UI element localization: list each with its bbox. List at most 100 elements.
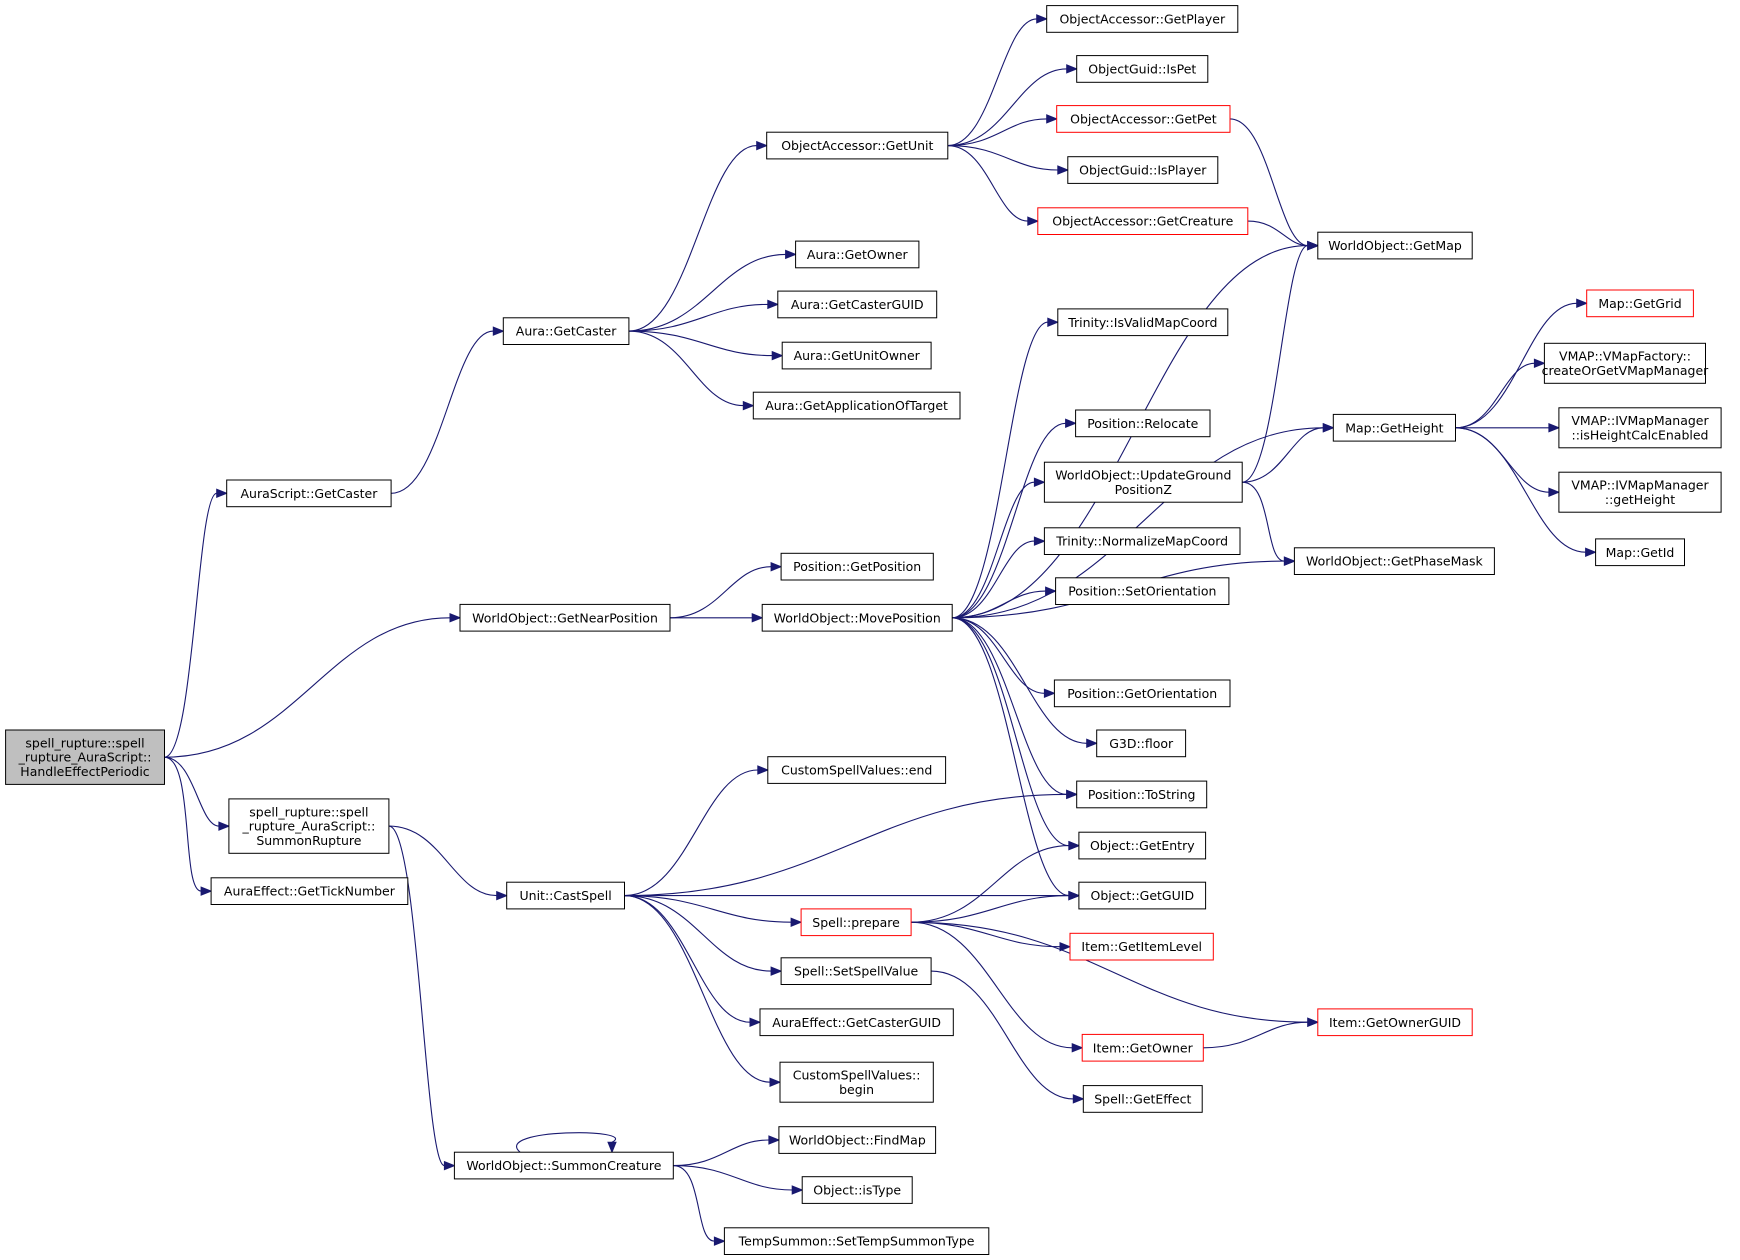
- node-item-getownerguid[interactable]: Item::GetOwnerGUID: [1317, 1008, 1473, 1037]
- node-label: ::isHeightCalcEnabled: [1572, 427, 1709, 442]
- edge-aura-getcaster-to-aura-getcasterguid: [628, 299, 780, 332]
- edge-map-getheight-to-vmap-isheightcalc: [1455, 423, 1561, 433]
- edge-line: [164, 756, 220, 827]
- node-box: [723, 1227, 990, 1256]
- edge-line: [947, 145, 1058, 171]
- node-spell-setspellvalue[interactable]: Spell::SetSpellValue: [780, 957, 932, 985]
- edge-aura-getcaster-to-aura-getowner: [628, 249, 797, 332]
- node-label: ObjectAccessor::GetCreature: [1052, 214, 1233, 229]
- node-spell-prepare[interactable]: Spell::prepare: [800, 908, 912, 937]
- node-pos-setorientation[interactable]: Position::SetOrientation: [1055, 577, 1230, 605]
- edge-line: [388, 825, 497, 897]
- node-wo-getnearpos[interactable]: WorldObject::GetNearPosition: [459, 603, 671, 632]
- node-spell-geteffect[interactable]: Spell::GetEffect: [1082, 1085, 1203, 1113]
- node-csv-end[interactable]: CustomSpellValues::end: [767, 756, 947, 784]
- edge-root-to-wo-getnearpos: [164, 613, 462, 758]
- node-label: spell_rupture::spell: [249, 804, 368, 819]
- node-label: Position::ToString: [1088, 787, 1196, 802]
- node-box: [1043, 461, 1243, 503]
- edge-line: [952, 617, 1069, 847]
- edge-arrowhead: [449, 613, 462, 623]
- node-root[interactable]: spell_rupture::spell_rupture_AuraScript:…: [5, 729, 165, 785]
- edge-arrowhead: [443, 1160, 456, 1171]
- node-label: CustomSpellValues::: [793, 1068, 921, 1083]
- node-box: [780, 957, 932, 985]
- edge-wo-moveposition-to-pos-setorientation: [952, 586, 1057, 619]
- node-og-ispet[interactable]: ObjectGuid::IsPet: [1076, 55, 1209, 83]
- node-label: Item::GetItemLevel: [1081, 939, 1202, 954]
- node-tr-normalizemapcoord[interactable]: Trinity::NormalizeMapCoord: [1043, 527, 1241, 555]
- node-oa-getplayer[interactable]: ObjectAccessor::GetPlayer: [1046, 5, 1239, 33]
- node-box: [1069, 932, 1214, 961]
- edge-line: [1455, 427, 1586, 553]
- node-aura-getcasterguid[interactable]: Aura::GetCasterGUID: [777, 290, 938, 319]
- node-aura-getowner[interactable]: Aura::GetOwner: [795, 240, 920, 269]
- node-wo-summoncreature[interactable]: WorldObject::SummonCreature: [453, 1151, 674, 1180]
- node-pos-getposition[interactable]: Position::GetPosition: [780, 552, 934, 581]
- node-box: [1558, 471, 1722, 513]
- function-nodes: spell_rupture::spell_rupture_AuraScript:…: [5, 5, 1722, 1256]
- node-label: ObjectAccessor::GetPet: [1070, 111, 1217, 126]
- node-vmap-getheight[interactable]: VMAP::IVMapManager::getHeight: [1558, 471, 1722, 513]
- node-item-getitemlevel[interactable]: Item::GetItemLevel: [1069, 932, 1214, 961]
- node-aura-getappoftarget[interactable]: Aura::GetApplicationOfTarget: [752, 391, 961, 420]
- edge-line: [952, 321, 1048, 619]
- node-ae-getcasterguid[interactable]: AuraEffect::GetCasterGUID: [759, 1008, 954, 1037]
- node-csv-begin[interactable]: CustomSpellValues::begin: [779, 1061, 934, 1103]
- node-label: Position::GetPosition: [793, 559, 921, 574]
- node-label: Spell::SetSpellValue: [794, 964, 919, 979]
- node-label: WorldObject::GetNearPosition: [472, 610, 658, 625]
- node-oa-getpet[interactable]: ObjectAccessor::GetPet: [1056, 105, 1231, 133]
- node-ts-settempsummontype[interactable]: TempSummon::SetTempSummonType: [723, 1227, 990, 1256]
- edge-arrowhead: [1322, 423, 1335, 433]
- node-wo-moveposition[interactable]: WorldObject::MovePosition: [761, 603, 953, 632]
- node-summonrupture[interactable]: spell_rupture::spell_rupture_AuraScript:…: [228, 798, 390, 854]
- node-item-getowner[interactable]: Item::GetOwner: [1081, 1033, 1204, 1062]
- node-obj-getguid[interactable]: Object::GetGUID: [1078, 881, 1207, 910]
- node-label: PositionZ: [1115, 482, 1172, 497]
- node-vmap-isheightcalc[interactable]: VMAP::IVMapManager::isHeightCalcEnabled: [1558, 407, 1722, 449]
- node-obj-getentry[interactable]: Object::GetEntry: [1078, 831, 1207, 860]
- edge-line: [952, 590, 1046, 619]
- node-box: [228, 798, 390, 854]
- node-oa-getunit[interactable]: ObjectAccessor::GetUnit: [766, 131, 949, 160]
- node-as-getcaster[interactable]: AuraScript::GetCaster: [226, 479, 392, 508]
- edge-line: [673, 1165, 793, 1191]
- node-unit-castspell[interactable]: Unit::CastSpell: [506, 881, 626, 910]
- node-box: [5, 729, 165, 785]
- node-pos-getorientation[interactable]: Position::GetOrientation: [1053, 679, 1231, 708]
- node-map-getgrid[interactable]: Map::GetGrid: [1586, 289, 1694, 318]
- node-box: [766, 131, 949, 160]
- edge-line: [931, 970, 1074, 1100]
- node-oa-getcreature[interactable]: ObjectAccessor::GetCreature: [1037, 207, 1249, 236]
- edge-wo-moveposition-to-g3d-floor: [952, 617, 1099, 749]
- edge-line: [947, 145, 1028, 222]
- node-wo-findmap[interactable]: WorldObject::FindMap: [778, 1126, 937, 1154]
- node-map-getid[interactable]: Map::GetId: [1595, 538, 1685, 567]
- node-box: [1586, 289, 1694, 318]
- node-obj-istype[interactable]: Object::isType: [801, 1176, 913, 1204]
- node-wo-getphasemask[interactable]: WorldObject::GetPhaseMask: [1293, 547, 1495, 575]
- edge-line: [164, 492, 217, 758]
- edge-oa-getunit-to-og-ispet: [947, 64, 1079, 147]
- edge-wo-moveposition-to-wo-updategroundposz: [952, 477, 1046, 619]
- node-box: [1055, 577, 1230, 605]
- node-ae-getticknumber[interactable]: AuraEffect::GetTickNumber: [210, 877, 409, 905]
- node-aura-getunitowner[interactable]: Aura::GetUnitOwner: [781, 341, 932, 370]
- node-label: ::getHeight: [1605, 492, 1675, 507]
- node-pos-tostring[interactable]: Position::ToString: [1076, 780, 1208, 809]
- node-aura-getcaster[interactable]: Aura::GetCaster: [502, 317, 630, 345]
- node-label: Unit::CastSpell: [520, 888, 612, 903]
- node-og-isplayer[interactable]: ObjectGuid::IsPlayer: [1067, 156, 1219, 184]
- node-tr-isvalidmapcoord[interactable]: Trinity::IsValidMapCoord: [1057, 308, 1229, 337]
- node-label: HandleEffectPeriodic: [20, 764, 150, 779]
- node-wo-getmap[interactable]: WorldObject::GetMap: [1317, 231, 1473, 260]
- edge-arrowhead: [791, 1185, 804, 1195]
- node-map-getheight[interactable]: Map::GetHeight: [1332, 413, 1457, 442]
- node-g3d-floor[interactable]: G3D::floor: [1096, 729, 1187, 758]
- edge-arrowhead: [492, 326, 505, 336]
- edge-unit-castspell-to-ae-getcasterguid: [624, 895, 762, 1027]
- node-vmap-factory[interactable]: VMAP::VMapFactory::createOrGetVMapManage…: [1542, 342, 1710, 384]
- node-pos-relocate[interactable]: Position::Relocate: [1075, 409, 1211, 438]
